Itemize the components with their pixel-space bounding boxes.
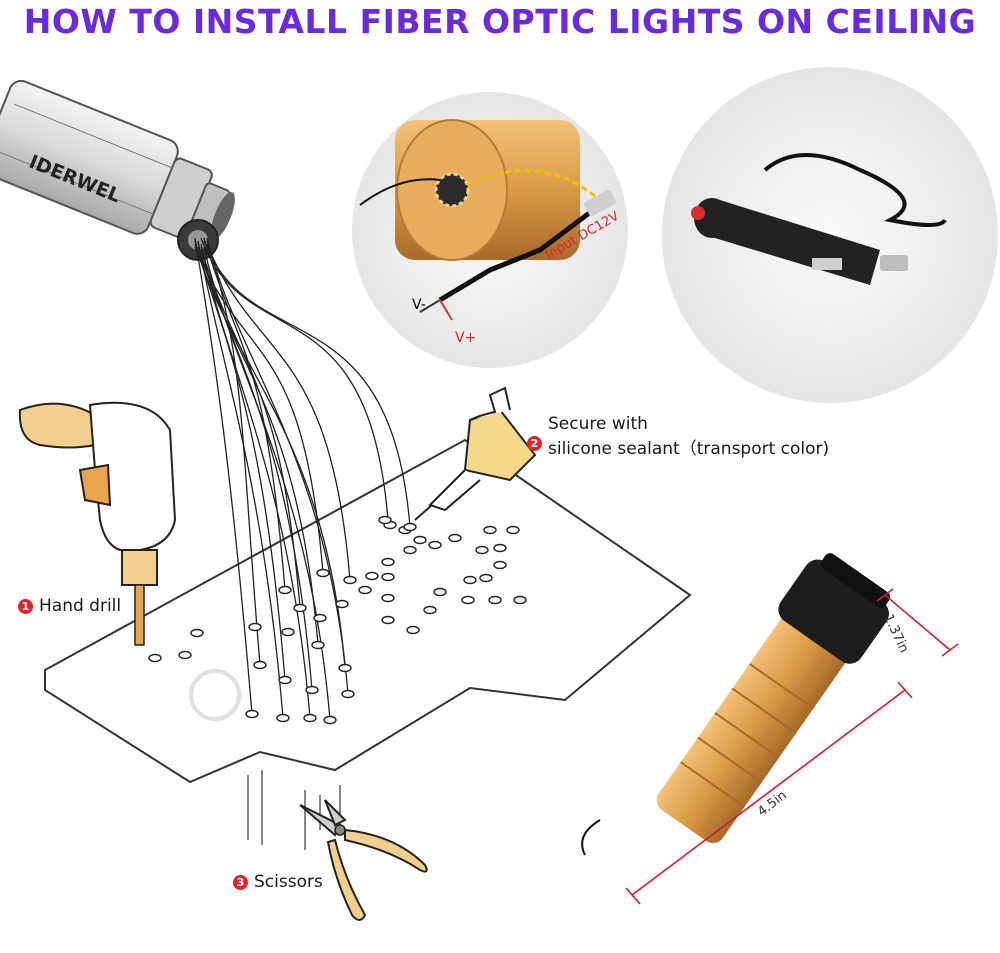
drill-hole bbox=[413, 535, 427, 545]
fiber-strand bbox=[194, 246, 324, 574]
step-1-label: 1 Hand drill bbox=[18, 596, 121, 616]
drill-hole bbox=[316, 568, 330, 578]
drill-hole bbox=[381, 557, 395, 567]
drill-hole bbox=[311, 640, 325, 650]
fiber-strand bbox=[206, 240, 261, 666]
drill-hole bbox=[343, 575, 357, 585]
step-3-number: 3 bbox=[233, 875, 248, 890]
silicone-sealant-bottle-icon bbox=[414, 386, 537, 521]
drill-hole bbox=[278, 675, 292, 685]
fiber-strand bbox=[194, 240, 346, 669]
drill-hole bbox=[248, 622, 262, 632]
drill-hole bbox=[338, 663, 352, 673]
drill-hole bbox=[305, 685, 319, 695]
drill-hole bbox=[381, 572, 395, 582]
drill-hole bbox=[253, 660, 267, 670]
page-title: HOW TO INSTALL FIBER OPTIC LIGHTS ON CEI… bbox=[23, 2, 977, 41]
step-3-text: Scissors bbox=[254, 872, 323, 892]
step-1-number: 1 bbox=[18, 599, 33, 614]
drill-hole bbox=[293, 603, 307, 613]
drill-hole bbox=[335, 599, 349, 609]
drill-hole bbox=[406, 625, 420, 635]
drill-hole bbox=[281, 627, 295, 637]
connector-closeup-photo bbox=[352, 92, 628, 368]
step-2-number: 2 bbox=[527, 436, 542, 451]
drill-hole bbox=[506, 525, 520, 535]
step-2-label: 2 Secure with silicone sealant（transport… bbox=[527, 414, 829, 459]
watermark bbox=[189, 669, 241, 721]
drill-hole bbox=[448, 533, 462, 543]
drill-hole bbox=[423, 605, 437, 615]
negative-wire-label: V- bbox=[412, 297, 426, 313]
step-1-text: Hand drill bbox=[39, 596, 122, 616]
drill-hole bbox=[381, 593, 395, 603]
drill-hole bbox=[493, 560, 507, 570]
drill-hole bbox=[493, 543, 507, 553]
fiber-strand bbox=[206, 243, 351, 581]
drill-hole bbox=[178, 650, 192, 660]
drill-hole bbox=[313, 613, 327, 623]
drill-hole bbox=[475, 545, 489, 555]
scissors-icon bbox=[299, 799, 428, 921]
drill-hole bbox=[358, 585, 372, 595]
gold-light-engine-photo bbox=[581, 553, 891, 856]
step-2-text-line1: Secure with bbox=[548, 414, 648, 434]
fiber-tails bbox=[247, 770, 341, 850]
ceiling-board bbox=[44, 438, 692, 784]
drill-hole bbox=[488, 595, 502, 605]
drill-hole bbox=[403, 522, 417, 532]
drill-hole bbox=[433, 587, 447, 597]
drill-hole bbox=[148, 653, 162, 663]
drill-hole bbox=[323, 715, 337, 725]
fiber-strand bbox=[197, 246, 313, 691]
dimension-lines bbox=[625, 588, 959, 905]
fiber-strand bbox=[194, 237, 253, 715]
drill-hole bbox=[378, 515, 392, 525]
drill-hole bbox=[403, 545, 417, 555]
drill-holes bbox=[148, 515, 527, 725]
drill-hole bbox=[463, 575, 477, 585]
drill-hole bbox=[479, 573, 493, 583]
drill-hole bbox=[381, 615, 395, 625]
step-2-text-line2: silicone sealant（transport color) bbox=[548, 439, 830, 459]
drill-hole bbox=[303, 713, 317, 723]
step-3-label: 3 Scissors bbox=[233, 872, 323, 892]
fiber-strand bbox=[203, 240, 411, 528]
drill-hole bbox=[190, 628, 204, 638]
light-engine-illuminator bbox=[0, 79, 235, 261]
drill-hole bbox=[483, 525, 497, 535]
drill-hole bbox=[278, 585, 292, 595]
drill-hole bbox=[365, 571, 379, 581]
drill-hole bbox=[245, 709, 259, 719]
car-plug-photo bbox=[662, 67, 998, 403]
drill-hole bbox=[461, 595, 475, 605]
fiber-strands bbox=[194, 237, 411, 721]
hand-drill-icon bbox=[18, 401, 177, 646]
drill-hole bbox=[276, 713, 290, 723]
fiber-strand bbox=[194, 243, 286, 681]
drill-hole bbox=[428, 540, 442, 550]
fiber-strand bbox=[200, 246, 301, 609]
drill-hole bbox=[341, 689, 355, 699]
drill-hole bbox=[513, 595, 527, 605]
positive-wire-label: V+ bbox=[455, 330, 477, 346]
fiber-strand bbox=[197, 240, 284, 719]
